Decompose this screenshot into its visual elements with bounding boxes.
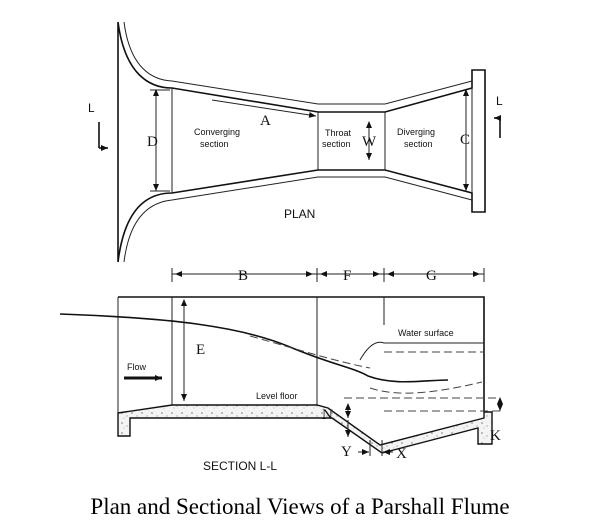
section-title: SECTION L-L — [203, 459, 277, 473]
plan-wall-top — [117, 21, 486, 263]
plan-wall-top-inner — [123, 21, 473, 105]
section-floor — [117, 404, 493, 454]
plan-wall-bottom-inner — [123, 176, 473, 263]
plan-title: PLAN — [284, 207, 315, 221]
hydraulic-jump — [359, 341, 484, 361]
diverging-label-1: Diverging — [397, 127, 435, 137]
dim-d-label: D — [147, 134, 158, 150]
section-mark-left-label: L — [88, 101, 95, 115]
dim-y-label: Y — [341, 444, 352, 460]
figure-caption: Plan and Sectional Views of a Parshall F… — [90, 494, 510, 519]
dim-w-label: W — [362, 134, 377, 150]
water-surface-label: Water surface — [398, 328, 454, 338]
throat-label-2: section — [322, 139, 351, 149]
dim-n-label: N — [322, 407, 333, 423]
dim-c-label: C — [460, 132, 470, 148]
flow-label: Flow — [127, 362, 147, 372]
converging-label-1: Converging — [194, 127, 240, 137]
water-surface-dash-2 — [369, 381, 483, 394]
dim-e-label: E — [196, 342, 205, 358]
section-mark-right: L — [494, 94, 503, 138]
water-surface-line — [59, 313, 449, 383]
dim-g-label: G — [426, 268, 437, 284]
dim-k-label: K — [490, 428, 501, 444]
section-mark-left: L — [88, 101, 108, 151]
section-wall-outline — [118, 296, 485, 412]
converging-label-2: section — [200, 139, 229, 149]
plan-view: D A W C Converging section Throat sectio… — [88, 21, 503, 263]
section-view: B F G Water surface E Flow Level floor — [59, 268, 503, 473]
section-mark-right-label: L — [496, 94, 503, 108]
throat-label-1: Throat — [325, 128, 352, 138]
water-surface-dash-1 — [249, 335, 371, 369]
dim-b-label: B — [238, 268, 248, 284]
dim-a-label: A — [260, 113, 271, 129]
level-floor-label: Level floor — [256, 391, 298, 401]
dim-f-label: F — [343, 268, 351, 284]
dim-a-line — [211, 99, 317, 118]
dim-x-label: X — [396, 446, 407, 462]
diverging-label-2: section — [404, 139, 433, 149]
